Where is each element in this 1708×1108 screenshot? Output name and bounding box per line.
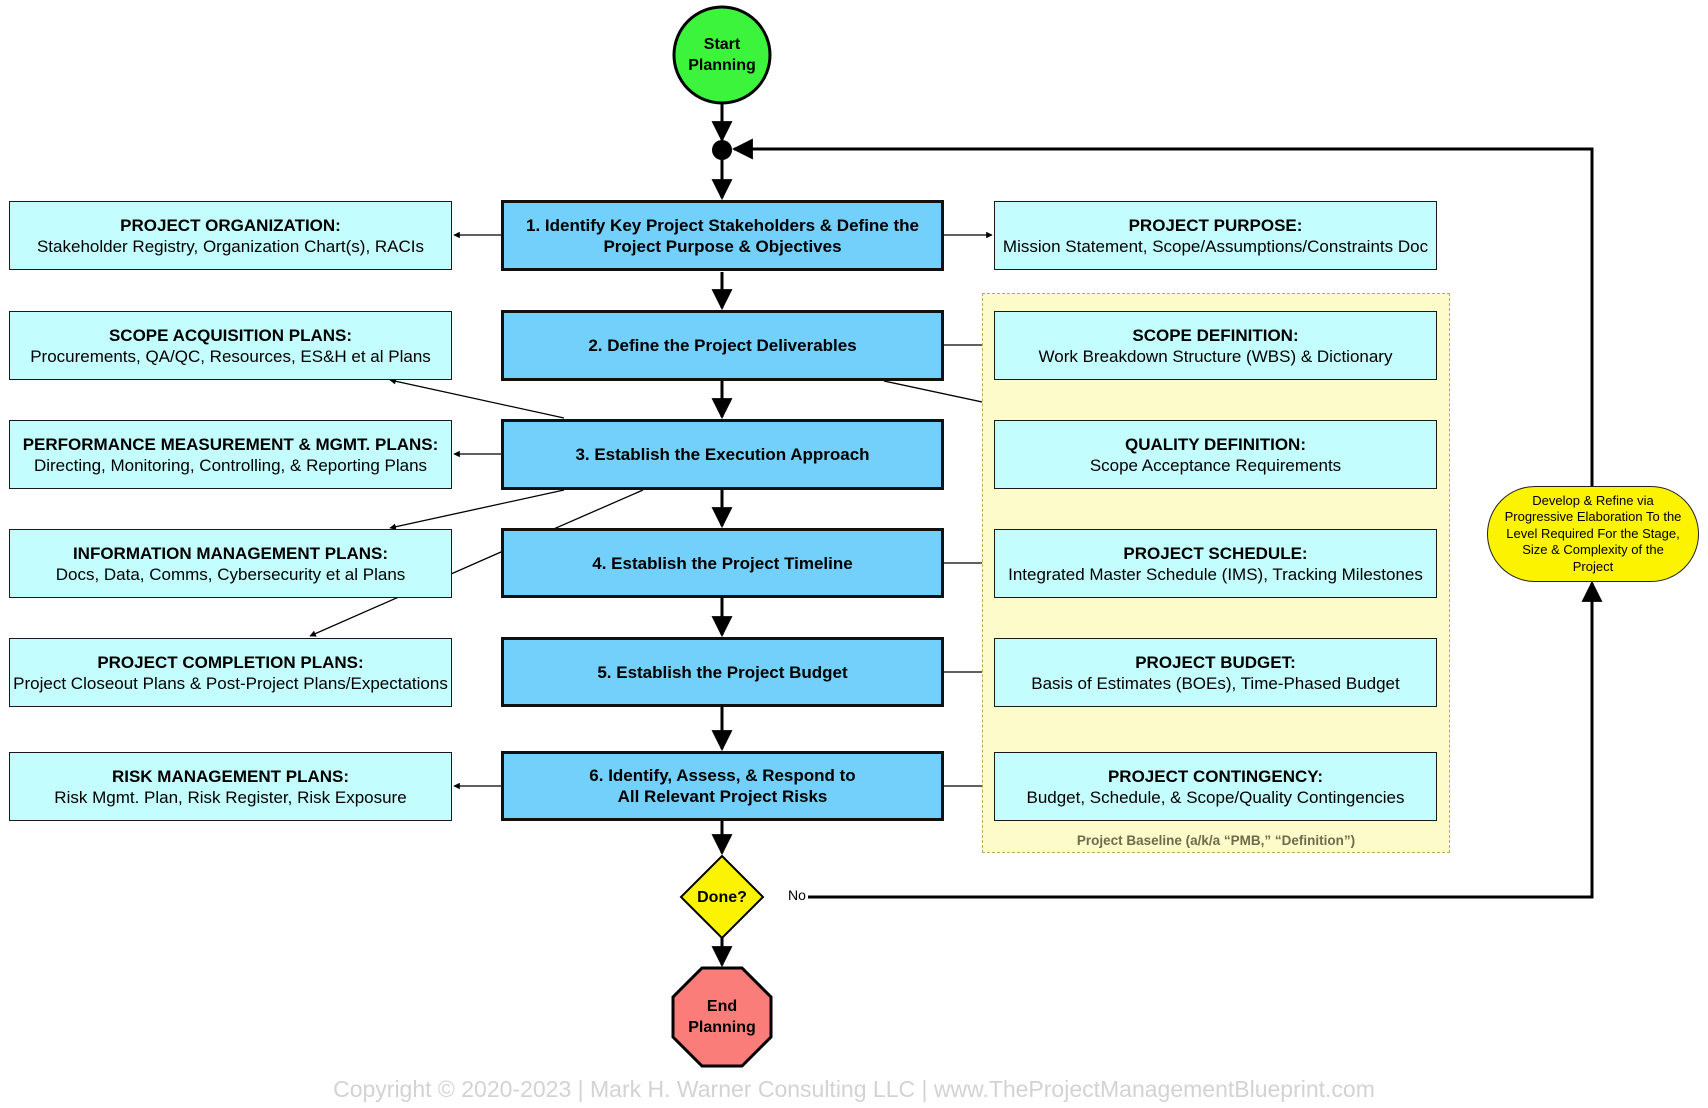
step-6-box: 6. Identify, Assess, & Respond to All Re… [501,751,944,821]
information-management-plans-title: INFORMATION MANAGEMENT PLANS: [72,543,389,563]
step-2-line1: 2. Define the Project Deliverables [588,336,857,355]
project-contingency-detail: Budget, Schedule, & Scope/Quality Contin… [1026,787,1405,807]
step-3-line1: 3. Establish the Execution Approach [575,445,870,464]
loop-no-to-note [808,580,1603,899]
project-budget-detail: Basis of Estimates (BOEs), Time-Phased B… [1031,673,1400,693]
project-schedule-box: PROJECT SCHEDULE: Integrated Master Sche… [994,529,1437,598]
step-5-box: 5. Establish the Project Budget [501,637,944,707]
project-organization-detail: Stakeholder Registry, Organization Chart… [36,236,425,256]
project-budget-box: PROJECT BUDGET: Basis of Estimates (BOEs… [994,638,1437,707]
end-label-line1: End [706,998,738,1015]
scope-acquisition-plans-detail: Procurements, QA/QC, Resources, ES&H et … [30,346,431,366]
start-label-line1: Start [703,36,741,53]
project-organization-box: PROJECT ORGANIZATION: Stakeholder Regist… [9,201,452,270]
arrow-step3-to-information-plans [389,489,565,530]
scope-acquisition-plans-title: SCOPE ACQUISITION PLANS: [108,325,353,345]
project-purpose-detail: Mission Statement, Scope/Assumptions/Con… [1002,236,1429,256]
information-management-plans-box: INFORMATION MANAGEMENT PLANS: Docs, Data… [9,529,452,598]
start-circle [672,5,772,105]
project-organization-title: PROJECT ORGANIZATION: [120,215,341,235]
step-1-box: 1. Identify Key Project Stakeholders & D… [501,200,944,271]
project-completion-plans-box: PROJECT COMPLETION PLANS: Project Closeo… [9,638,452,707]
step-1-line1: 1. Identify Key Project Stakeholders & D… [525,215,919,235]
decision-no-label: No [786,887,808,903]
scope-definition-box: SCOPE DEFINITION: Work Breakdown Structu… [994,311,1437,380]
start-label: Start Planning [672,33,772,77]
project-completion-plans-title: PROJECT COMPLETION PLANS: [97,652,364,672]
step-6-line1: 6. Identify, Assess, & Respond to [589,766,856,785]
merge-junction-dot [712,140,732,160]
step-4-line1: 4. Establish the Project Timeline [592,553,853,573]
project-purpose-title: PROJECT PURPOSE: [1128,215,1303,235]
quality-definition-title: QUALITY DEFINITION: [1124,434,1306,454]
decision-label: Done? [697,888,747,906]
performance-measurement-plans-title: PERFORMANCE MEASUREMENT & MGMT. PLANS: [22,434,439,454]
project-schedule-title: PROJECT SCHEDULE: [1123,543,1308,563]
step-6-line2: All Relevant Project Risks [617,787,828,806]
step-3-box: 3. Establish the Execution Approach [501,419,944,490]
project-contingency-box: PROJECT CONTINGENCY: Budget, Schedule, &… [994,752,1437,821]
end-label: End Planning [672,995,772,1039]
project-contingency-title: PROJECT CONTINGENCY: [1107,766,1324,786]
project-purpose-box: PROJECT PURPOSE: Mission Statement, Scop… [994,201,1437,270]
performance-measurement-plans-detail: Directing, Monitoring, Controlling, & Re… [33,455,428,475]
step-4-box: 4. Establish the Project Timeline [501,528,944,598]
loop-back-path [731,138,1603,899]
project-schedule-detail: Integrated Master Schedule (IMS), Tracki… [1008,564,1423,584]
decision-diamond [679,854,765,940]
arrow-step3-to-scope-acquisition [389,378,565,419]
risk-management-plans-title: RISK MANAGEMENT PLANS: [111,766,350,786]
quality-definition-box: QUALITY DEFINITION: Scope Acceptance Req… [994,420,1437,489]
project-budget-title: PROJECT BUDGET: [1135,652,1296,672]
risk-management-plans-detail: Risk Mgmt. Plan, Risk Register, Risk Exp… [54,787,407,807]
project-completion-plans-detail: Project Closeout Plans & Post-Project Pl… [13,673,448,693]
step-5-line1: 5. Establish the Project Budget [597,662,848,682]
end-label-line2: Planning [688,1019,756,1036]
scope-acquisition-plans-box: SCOPE ACQUISITION PLANS: Procurements, Q… [9,311,452,380]
information-management-plans-detail: Docs, Data, Comms, Cybersecurity et al P… [55,564,406,584]
scope-definition-detail: Work Breakdown Structure (WBS) & Diction… [1038,346,1393,366]
quality-definition-detail: Scope Acceptance Requirements [1089,455,1342,475]
start-label-line2: Planning [688,57,756,74]
performance-measurement-plans-box: PERFORMANCE MEASUREMENT & MGMT. PLANS: D… [9,420,452,489]
loop-note-to-junction [731,138,1594,486]
risk-management-plans-box: RISK MANAGEMENT PLANS: Risk Mgmt. Plan, … [9,752,452,821]
end-octagon [671,966,773,1068]
step-2-box: 2. Define the Project Deliverables [501,310,944,381]
copyright-notice: Copyright © 2020-2023 | Mark H. Warner C… [333,1076,1375,1102]
progressive-elaboration-note: Develop & Refine via Progressive Elabora… [1487,486,1699,582]
step-1-line2: Project Purpose & Objectives [603,236,842,256]
project-baseline-label: Project Baseline (a/k/a “PMB,” “Definiti… [1076,833,1356,848]
scope-definition-title: SCOPE DEFINITION: [1132,325,1299,345]
